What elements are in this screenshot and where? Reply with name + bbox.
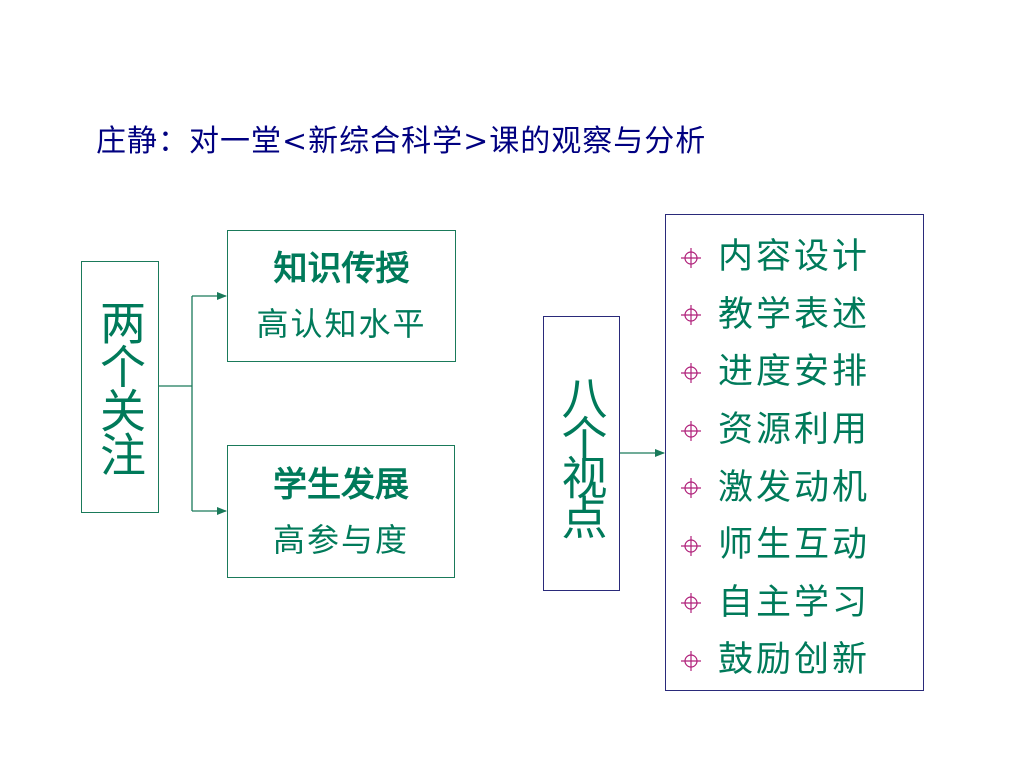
knowledge-transfer-heading: 知识传授 <box>273 249 410 289</box>
crosshair-circle-icon <box>681 247 701 268</box>
list-item-label: 鼓励创新 <box>718 640 871 681</box>
list-item-label: 内容设计 <box>718 237 871 278</box>
list-item: 自主学习 <box>666 575 923 633</box>
crosshair-circle-icon <box>681 478 701 499</box>
list-item: 激发动机 <box>666 459 923 517</box>
list-item: 鼓励创新 <box>666 632 923 690</box>
knowledge-transfer-sub: 高认知水平 <box>256 305 427 343</box>
crosshair-circle-icon <box>681 305 701 326</box>
eight-viewpoints-label: 八个视点 <box>554 373 609 534</box>
student-development-heading: 学生发展 <box>273 464 409 505</box>
knowledge-transfer-box: 知识传授 高认知水平 <box>227 230 456 362</box>
viewpoints-list: 内容设计 教学表述 进度安排 资源利用 激发动机 <box>665 214 924 691</box>
crosshair-circle-icon <box>681 535 701 556</box>
list-item-label: 激发动机 <box>718 467 871 508</box>
list-item: 师生互动 <box>666 517 923 575</box>
list-item-label: 教学表述 <box>718 294 871 335</box>
list-item-label: 自主学习 <box>718 582 871 623</box>
list-item-label: 资源利用 <box>718 410 871 451</box>
crosshair-circle-icon <box>681 362 701 383</box>
two-focus-label: 两个关注 <box>93 299 147 475</box>
list-item-label: 师生互动 <box>718 525 871 566</box>
page-title: 庄静：对一堂<新综合科学>课的观察与分析 <box>96 124 707 159</box>
student-development-sub: 高参与度 <box>272 520 409 559</box>
crosshair-circle-icon <box>681 593 701 614</box>
list-item-label: 进度安排 <box>718 352 871 393</box>
list-item: 进度安排 <box>666 344 923 402</box>
two-focus-box: 两个关注 <box>81 261 159 513</box>
student-development-box: 学生发展 高参与度 <box>227 445 455 578</box>
crosshair-circle-icon <box>681 650 701 671</box>
list-item: 教学表述 <box>666 287 923 345</box>
list-item: 资源利用 <box>666 402 923 460</box>
crosshair-circle-icon <box>681 420 701 441</box>
eight-viewpoints-box: 八个视点 <box>543 316 620 591</box>
list-item: 内容设计 <box>666 229 923 287</box>
